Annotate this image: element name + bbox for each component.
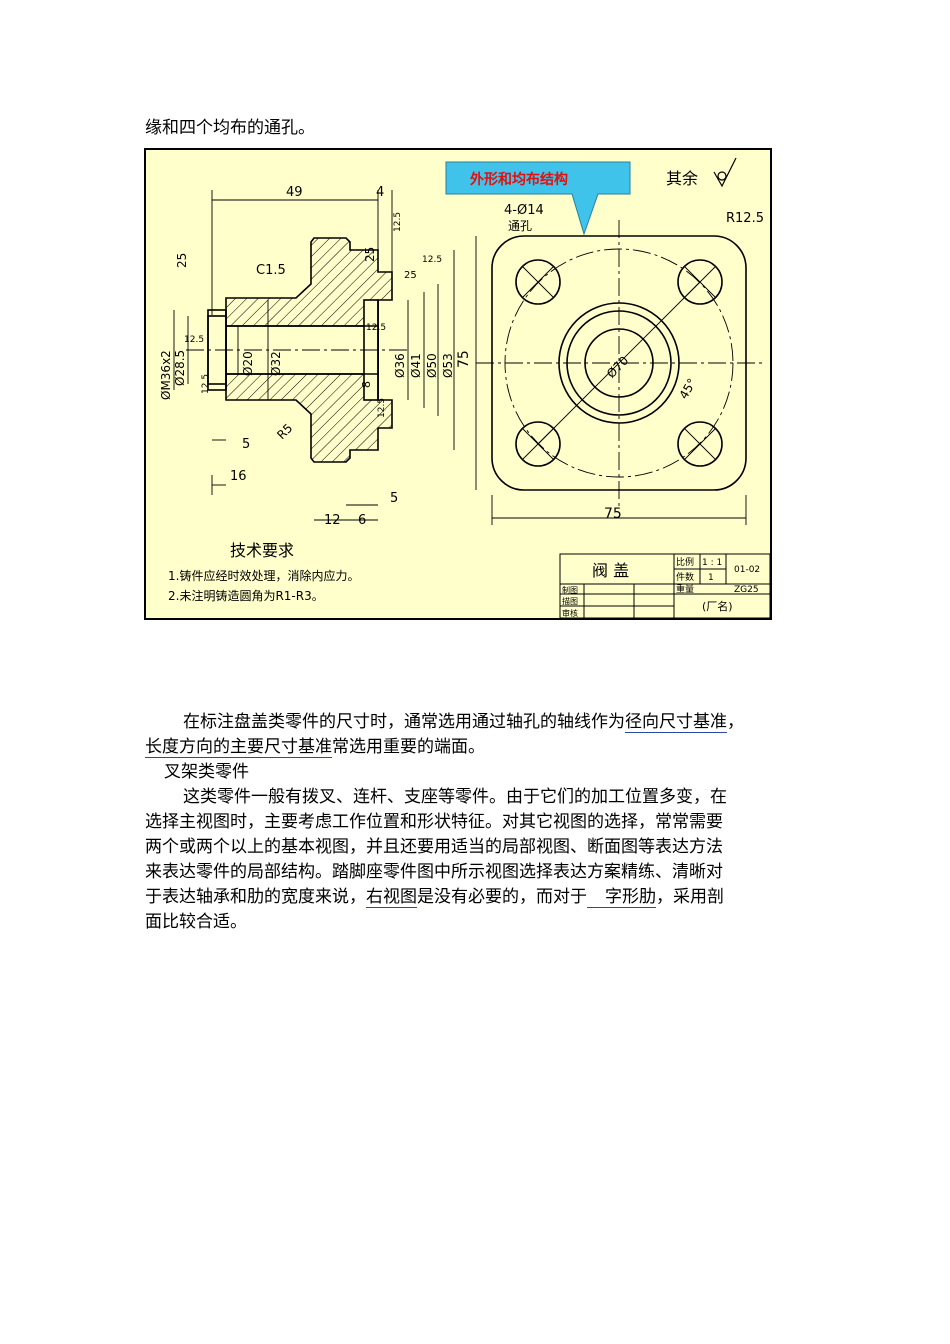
- traced-label: 描图: [562, 596, 578, 606]
- dim-holes: 4-Ø14: [504, 203, 544, 218]
- scale-value: 1 : 1: [702, 558, 722, 568]
- link-length-datum[interactable]: 长度方向的主要尺寸基准: [145, 737, 332, 758]
- dim-d50: Ø50: [425, 353, 439, 378]
- title-block: [559, 553, 770, 618]
- dim-c15: C1.5: [256, 263, 286, 278]
- link-radial-datum[interactable]: 径向尺寸基准: [625, 712, 727, 733]
- roughness-125e: 12.5: [201, 374, 211, 394]
- roughness-25c: 25: [404, 270, 417, 281]
- weight-label: 重量: [676, 583, 694, 595]
- roughness-symbol: [713, 157, 737, 188]
- paragraph-2: 这类零件一般有拨叉、连杆、支座等零件。由于它们的加工位置多变，在 选择主视图时，…: [145, 787, 727, 932]
- drawn-label: 制图: [562, 585, 578, 595]
- dim-r5: R5: [274, 421, 295, 442]
- dim-75v: 75: [456, 350, 472, 368]
- roughness-125d: 12.5: [366, 323, 386, 333]
- dim-49: 49: [286, 185, 303, 200]
- dim-d41: Ø41: [409, 353, 423, 378]
- roughness-125a: 12.5: [393, 212, 403, 232]
- roughness-125f: 12.5: [377, 398, 387, 418]
- dim-d36: Ø36: [393, 353, 407, 378]
- tech-title: 技术要求: [230, 541, 294, 560]
- dim-4: 4: [376, 185, 384, 200]
- dim-75h: 75: [604, 506, 622, 522]
- dim-d20: Ø20: [241, 351, 255, 376]
- dim-m36: ØM36x2: [159, 350, 173, 400]
- dim-r125: R12.5: [726, 211, 764, 226]
- dim-12: 12: [324, 513, 341, 528]
- section-heading: 叉架类零件: [164, 762, 249, 782]
- dim-d70: Ø70: [604, 353, 631, 380]
- dim-through: 通孔: [508, 219, 532, 233]
- drawing-canvas: 49 4 C1.5 25 25 25 12.5 12.5 12.5 12.5 1…: [159, 157, 770, 618]
- drawing-number: 01-02: [734, 565, 760, 575]
- checked-label: 审核: [562, 608, 578, 618]
- paragraph-1: 在标注盘盖类零件的尺寸时，通常选用通过轴孔的轴线作为径向尺寸基准， 长度方向的主…: [145, 712, 744, 758]
- dim-d285: Ø28.5: [173, 350, 187, 386]
- roughness-125b: 12.5: [422, 255, 442, 265]
- dim-5a: 5: [242, 437, 250, 452]
- rest-roughness-label: 其余: [666, 169, 698, 188]
- qty-value: 1: [708, 573, 714, 583]
- dim-6: 6: [358, 513, 366, 528]
- dim-16: 16: [230, 469, 247, 484]
- tech-item-2: 2.未注明铸造圆角为R1-R3。: [168, 588, 324, 603]
- dim-5b: 5: [390, 491, 398, 506]
- link-right-view[interactable]: 右视图: [366, 887, 417, 908]
- dim-45deg: 45°: [676, 376, 699, 401]
- dim-d53: Ø53: [441, 353, 455, 378]
- lead-text: 缘和四个均布的通孔。: [145, 118, 315, 138]
- tech-item-1: 1.铸件应经时效处理，消除内应力。: [168, 568, 359, 583]
- dim-d32: Ø32: [269, 351, 283, 376]
- roughness-125c: 12.5: [184, 335, 204, 345]
- roughness-25a: 25: [175, 253, 189, 268]
- dimension-lines: [173, 190, 455, 521]
- qty-label: 件数: [676, 571, 694, 583]
- callout-text: 外形和均布结构: [470, 171, 568, 188]
- dim-8: 8: [360, 381, 373, 388]
- end-view-centerlines: [475, 220, 764, 525]
- scale-label: 比例: [676, 556, 694, 568]
- material: ZG25: [734, 585, 759, 595]
- engineering-drawing: 49 4 C1.5 25 25 25 12.5 12.5 12.5 12.5 1…: [144, 148, 772, 620]
- roughness-25b: 25: [363, 247, 377, 262]
- callout-box: 外形和均布结构: [445, 161, 631, 236]
- link-rib[interactable]: 字形肋: [587, 887, 656, 908]
- part-name: 阀 盖: [592, 561, 629, 580]
- factory-name: (厂名): [702, 599, 733, 613]
